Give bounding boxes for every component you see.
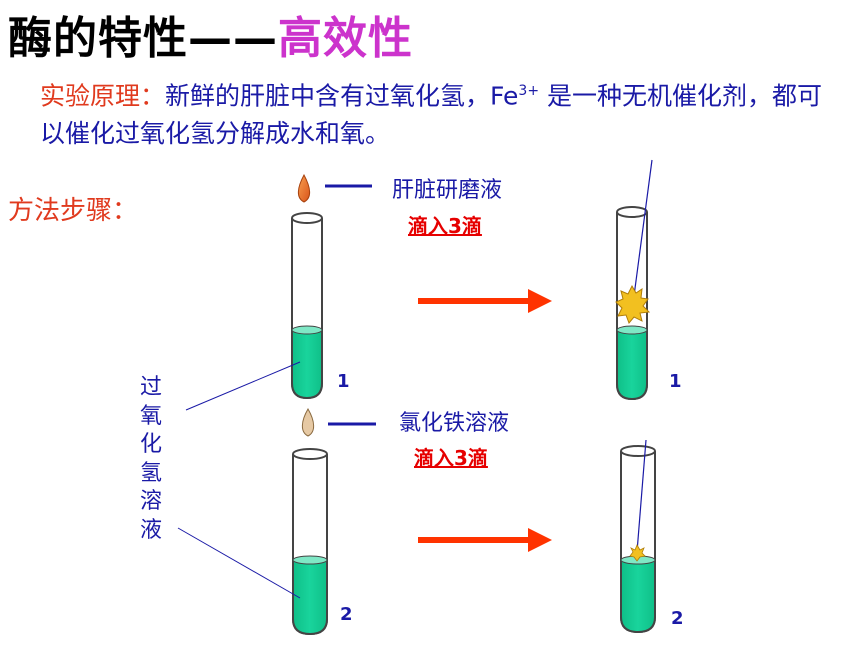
- test-tube-2: [292, 448, 328, 636]
- test-tube-1: [291, 212, 323, 400]
- fecl3-drop: [301, 408, 315, 437]
- wood-splint-1: [633, 159, 653, 297]
- tube-2-result-number: 2: [671, 608, 684, 629]
- tube-1-liquid: [291, 329, 323, 400]
- small-spark-icon: [629, 544, 646, 562]
- principle-text: 实验原理：新鲜的肝脏中含有过氧化氢，Fe3+ 是一种无机催化剂，都可以催化过氧化…: [40, 72, 840, 153]
- reaction-arrow-2: [418, 528, 552, 552]
- liver-drops-label: 滴入3滴: [408, 214, 482, 238]
- method-label: 方法步骤：: [8, 196, 139, 226]
- liver-extract-drop: [297, 173, 311, 203]
- title-main: 酶的特性: [8, 13, 188, 64]
- tube-1-result-liquid: [616, 329, 648, 401]
- fe-superscript: 3+: [518, 83, 540, 99]
- tube-1-number: 1: [337, 371, 350, 392]
- principle-label: 实验原理：: [40, 81, 166, 111]
- tube-1-result-number: 1: [669, 371, 682, 392]
- tube-2-number: 2: [340, 604, 353, 625]
- tube-2-result-liquid: [620, 559, 656, 634]
- tube-2-liquid: [292, 559, 328, 636]
- principle-text-before: 新鲜的肝脏中含有过氧化氢，Fe: [165, 81, 519, 111]
- reaction-arrow-1: [418, 289, 552, 313]
- test-tube-2-result: [620, 439, 656, 634]
- liver-extract-label: 肝脏研磨液: [392, 178, 503, 203]
- title-dash: ——: [188, 13, 278, 64]
- page-title: 酶的特性——高效性: [8, 2, 413, 66]
- solution-pointer-line-1: [185, 361, 301, 411]
- principle-text-after: 是一种无机催化剂，都可以催化过氧化氢分解成水和氧。: [40, 81, 823, 149]
- test-tube-1-result: [615, 159, 653, 401]
- fecl3-label: 氯化铁溶液: [399, 411, 510, 436]
- glowing-flame-icon: [615, 284, 651, 324]
- solution-label-char: 氢: [139, 460, 162, 486]
- wood-splint-2: [636, 439, 647, 553]
- title-accent: 高效性: [278, 13, 413, 64]
- solution-pointer-line-2: [177, 527, 301, 599]
- hydrogen-peroxide-label: 过 氧 化 氢 溶 液: [138, 374, 164, 545]
- solution-label-char: 溶: [139, 489, 162, 514]
- solution-label-char: 液: [139, 517, 162, 543]
- solution-label-char: 过: [139, 375, 162, 400]
- solution-label-char: 化: [139, 432, 162, 457]
- solution-label-char: 氧: [139, 403, 162, 429]
- fecl3-drops-label: 滴入3滴: [414, 446, 488, 470]
